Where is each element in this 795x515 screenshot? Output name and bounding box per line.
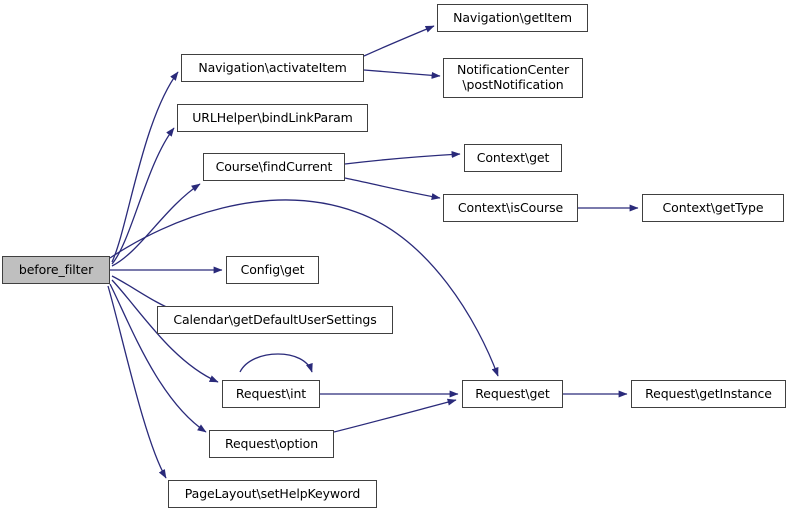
- graph-node-label: Request\int: [235, 385, 307, 401]
- graph-node-request_int[interactable]: Request\int: [222, 380, 320, 408]
- graph-node-label: Calendar\getDefaultUserSettings: [173, 311, 377, 327]
- graph-node-nav_activate[interactable]: Navigation\activateItem: [181, 54, 364, 82]
- graph-node-request_get[interactable]: Request\get: [462, 380, 563, 408]
- graph-node-label: PageLayout\setHelpKeyword: [184, 485, 361, 501]
- graph-edge-request_int-to-request_int: [239, 353, 313, 373]
- graph-node-config_get[interactable]: Config\get: [226, 256, 319, 284]
- graph-edge-course_find-to-context_get: [344, 150, 461, 165]
- graph-node-calendar_def[interactable]: Calendar\getDefaultUserSettings: [157, 306, 393, 334]
- graph-node-pagelayout_help[interactable]: PageLayout\setHelpKeyword: [168, 480, 377, 508]
- graph-node-label: before_filter: [18, 261, 94, 277]
- graph-node-label: NotificationCenter \postNotification: [457, 62, 569, 92]
- graph-node-request_option[interactable]: Request\option: [209, 430, 334, 458]
- graph-node-label: URLHelper\bindLinkParam: [192, 109, 353, 125]
- graph-node-label: Request\get: [475, 385, 550, 401]
- graph-edge-nav_activate-to-nav_getitem: [363, 25, 435, 57]
- graph-node-label: Navigation\getItem: [453, 9, 572, 25]
- graph-node-url_bindlink[interactable]: URLHelper\bindLinkParam: [177, 104, 368, 132]
- graph-node-request_getinst[interactable]: Request\getInstance: [631, 380, 786, 408]
- graph-node-label: Context\isCourse: [457, 199, 564, 215]
- graph-node-context_gettype[interactable]: Context\getType: [642, 194, 784, 222]
- graph-edge-before_filter-to-url_bindlink: [111, 127, 175, 265]
- graph-node-label: Navigation\activateItem: [198, 59, 347, 75]
- graph-node-context_iscourse[interactable]: Context\isCourse: [443, 194, 578, 222]
- graph-node-label: Course\findCurrent: [215, 158, 333, 174]
- graph-edge-before_filter-to-course_find: [111, 183, 201, 267]
- graph-node-label: Config\get: [240, 261, 305, 277]
- graph-node-label: Request\getInstance: [645, 385, 772, 401]
- graph-edge-before_filter-to-request_get: [109, 199, 499, 377]
- graph-node-label: Context\getType: [662, 199, 764, 215]
- graph-node-context_get[interactable]: Context\get: [464, 144, 562, 172]
- graph-node-before_filter[interactable]: before_filter: [2, 256, 110, 284]
- graph-node-nav_getitem[interactable]: Navigation\getItem: [437, 4, 588, 32]
- graph-node-label: Context\get: [476, 149, 550, 165]
- graph-edge-request_option-to-request_get: [333, 398, 457, 433]
- graph-edge-nav_activate-to-notif_post: [363, 69, 441, 79]
- graph-edge-before_filter-to-nav_activate: [111, 71, 179, 263]
- graph-edge-course_find-to-context_iscourse: [344, 177, 441, 200]
- graph-node-label: Request\option: [224, 435, 319, 451]
- graph-node-notif_post[interactable]: NotificationCenter \postNotification: [443, 58, 583, 98]
- graph-node-course_find[interactable]: Course\findCurrent: [203, 153, 345, 181]
